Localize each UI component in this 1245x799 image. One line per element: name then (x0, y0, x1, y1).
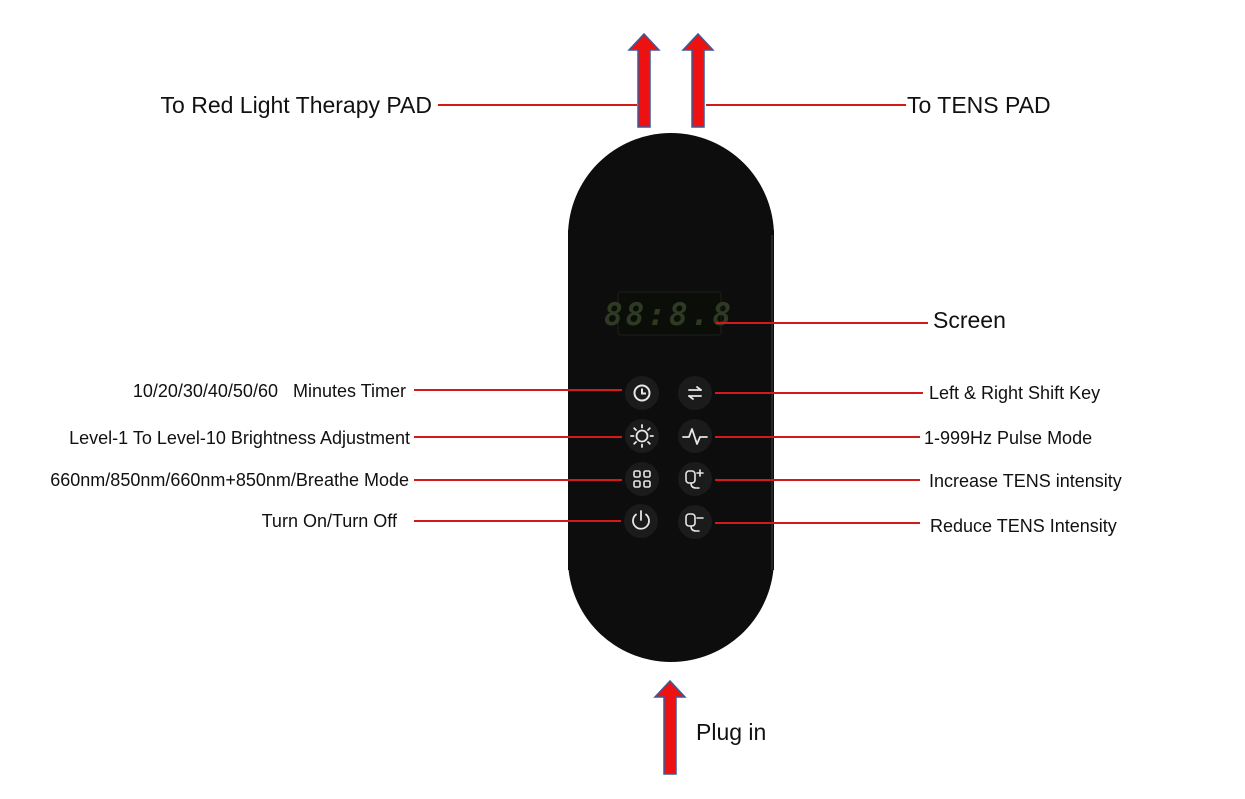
sun-icon (630, 424, 654, 448)
label-pulse-mode: 1-999Hz Pulse Mode (924, 428, 1092, 448)
label-increase-tens: Increase TENS intensity (929, 471, 1122, 491)
label-plug-in: Plug in (696, 719, 766, 745)
pulse-icon (682, 428, 708, 445)
brightness-button[interactable] (625, 419, 659, 453)
label-timer: 10/20/30/40/50/60 Minutes Timer (133, 381, 406, 401)
reduce-tens-button[interactable] (678, 505, 712, 539)
timer-button[interactable] (625, 376, 659, 410)
label-screen: Screen (933, 307, 1006, 333)
increase-tens-button[interactable] (678, 462, 712, 496)
arrow-to-tens-pad (681, 32, 715, 128)
arrow-to-red-light-pad (627, 32, 661, 128)
power-icon (632, 510, 650, 530)
power-button[interactable] (624, 504, 658, 538)
label-brightness: Level-1 To Level-10 Brightness Adjustmen… (69, 428, 410, 448)
shift-key-button[interactable] (678, 376, 712, 410)
grid-icon (633, 470, 651, 488)
label-power: Turn On/Turn Off (262, 511, 398, 531)
up-arrow-icon (627, 32, 661, 128)
label-light-mode: 660nm/850nm/660nm+850nm/Breathe Mode (50, 470, 409, 490)
label-to-red-light-pad: To Red Light Therapy PAD (161, 92, 432, 118)
label-reduce-tens: Reduce TENS Intensity (930, 516, 1117, 536)
display-screen: 88:8.8 (604, 291, 734, 336)
label-shift-key: Left & Right Shift Key (929, 383, 1100, 403)
arrow-plug-in (653, 679, 687, 775)
tens-plus-icon (685, 469, 704, 489)
tens-minus-icon (685, 513, 704, 532)
swap-arrows-icon (688, 386, 702, 400)
clock-icon (633, 384, 651, 402)
label-to-tens-pad: To TENS PAD (907, 92, 1051, 118)
pulse-mode-button[interactable] (678, 419, 712, 453)
up-arrow-icon (681, 32, 715, 128)
display-readout: 88:8.8 (604, 297, 734, 333)
up-arrow-icon (653, 679, 687, 775)
light-mode-button[interactable] (625, 462, 659, 496)
controller-body (568, 133, 774, 662)
